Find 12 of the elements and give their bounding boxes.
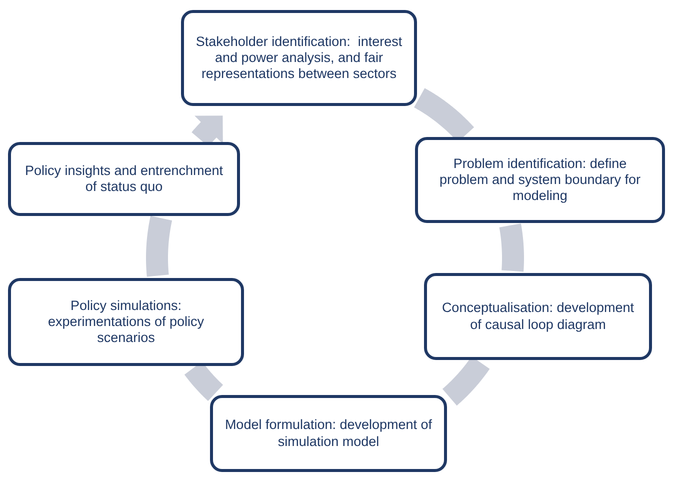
step-text: Problem identification: define problem and system boundary for modeling <box>438 156 642 204</box>
step-text: Stakeholder identification: interest and power analysis, and fair representations between sectors <box>194 34 404 82</box>
process-box <box>8 142 240 216</box>
process-box <box>424 273 652 360</box>
step-text: Model formulation: development of simulation model <box>224 417 434 450</box>
process-box <box>415 137 665 223</box>
process-box <box>8 278 244 366</box>
step-text: Policy simulations: experimentations of policy scenarios <box>46 298 206 346</box>
step-text: Policy insights and entrenchment of status quo <box>24 162 224 196</box>
process-box <box>181 10 417 106</box>
process-box <box>210 395 447 472</box>
step-text: Conceptualisation: development of causal loop diagram <box>440 300 636 333</box>
